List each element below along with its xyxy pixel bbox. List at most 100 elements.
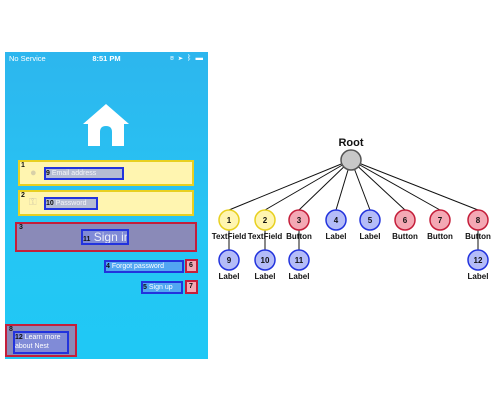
node-number: 3 [19,224,23,231]
tree-node-number: 12 [474,256,483,265]
tree-node-type-label: Label [219,272,240,281]
tree-node-type-label: Label [360,232,381,241]
node-number: 11 [83,236,91,243]
phone-screenshot: No Service 8:51 PM ◉ ➤ ᛒ ▬ 1 ● 9 Email a… [5,52,208,359]
tree-node-circle [467,249,489,271]
password-label-box: 10 Password [44,197,98,210]
user-icon: ● [30,167,37,179]
root-label: Root [338,137,363,149]
status-time: 8:51 PM [92,54,121,63]
tree-edge [264,159,352,211]
tree-node-type-label: Button [392,232,418,241]
tree-node-number: 5 [368,216,373,225]
sign-in-button-box[interactable]: 3 11 Sign in [15,222,197,252]
navigation-icon: ➤ [178,53,184,62]
tree-edges [228,159,479,250]
tree-node-circle [288,249,310,271]
node-number: 8 [9,326,13,333]
email-label-box: 9 Email address [44,167,124,180]
forgot-password-button-box[interactable]: 6 [185,259,198,273]
tree-node-circle [218,209,240,231]
tree-node-type-label: TextField [212,232,247,241]
sign-up-label-box: 5 Sign up [141,281,183,294]
email-textfield-box[interactable]: 1 ● 9 Email address [18,160,194,186]
tree-node-type-label: Label [468,272,489,281]
tree-edge [350,159,406,211]
key-icon: ⚿ [29,197,37,208]
tree-node-number: 9 [227,256,232,265]
status-bar: No Service 8:51 PM ◉ ➤ ᛒ ▬ [5,52,208,66]
sign-in-label-box: 11 Sign in [81,229,129,245]
learn-more-text: Learn more about Nest [15,334,61,350]
sign-up-button-box[interactable]: 7 [185,280,198,294]
node-number: 6 [189,262,193,269]
sign-in-text: Sign in [93,230,129,244]
tree-node-circle [288,209,310,231]
tree-edge [228,159,352,211]
node-number: 5 [143,284,147,291]
tree-node-number: 10 [261,256,270,265]
tree-node-root [340,149,362,171]
node-number: 1 [21,162,25,169]
tree-node-type-label: Button [286,232,312,241]
email-placeholder: Email address [51,170,97,177]
node-number: 12 [15,334,23,341]
node-number: 4 [106,263,110,270]
battery-icon: ▬ [195,53,204,62]
tree-edge [350,159,441,211]
sign-up-text: Sign up [148,284,173,291]
tree-node-type-label: Button [427,232,453,241]
location-icon: ◉ [169,53,176,62]
learn-more-label-box: 12 Learn more about Nest [13,331,69,354]
tree-nodes: 1TextField2TextField3Button4Label5Label6… [212,149,491,281]
tree-node-type-label: TextField [248,232,283,241]
tree-node-circle [429,209,451,231]
learn-more-button-box[interactable]: 8 12 Learn more about Nest [5,324,77,357]
password-placeholder: Password [55,200,87,207]
node-number: 9 [46,170,50,177]
tree-node-circle [467,209,489,231]
tree-node-circle [394,209,416,231]
tree-node-type-label: Label [289,272,310,281]
tree-node-number: 6 [403,216,408,225]
tree-node-type-label: Label [326,232,347,241]
node-number: 2 [21,192,25,199]
carrier-text: No Service [9,54,46,63]
tree-edge [298,159,352,211]
house-logo-icon [83,104,129,146]
tree-node-number: 2 [263,216,268,225]
tree-node-circle [325,209,347,231]
tree-node-number: 8 [476,216,481,225]
tree-node-number: 7 [438,216,443,225]
bluetooth-icon: ᛒ [186,53,193,62]
status-icons: ◉ ➤ ᛒ ▬ [170,53,204,62]
tree-node-number: 3 [297,216,302,225]
tree-edge [350,159,479,211]
forgot-password-text: Forgot password [111,263,164,270]
tree-node-circle [254,209,276,231]
tree-node-circle [359,209,381,231]
tree-node-circle [254,249,276,271]
tree-node-number: 1 [227,216,232,225]
tree-node-number: 11 [295,256,304,265]
tree-node-type-label: Label [255,272,276,281]
forgot-password-label-box: 4 Forgot password [104,260,184,273]
tree-node-type-label: Button [465,232,491,241]
password-textfield-box[interactable]: 2 ⚿ 10 Password [18,190,194,216]
tree-node-number: 4 [334,216,339,225]
node-number: 7 [189,283,193,290]
node-number: 10 [46,200,54,207]
